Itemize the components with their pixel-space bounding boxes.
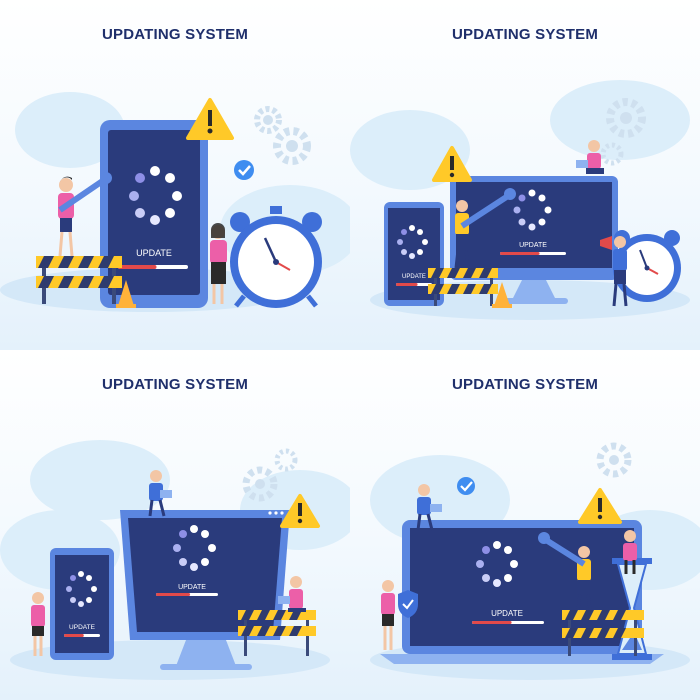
gear-icon	[274, 448, 298, 472]
check-icon	[234, 160, 254, 180]
check-icon	[457, 477, 475, 495]
gear-icon	[273, 127, 311, 165]
warning-icon	[186, 98, 234, 140]
gear-icon	[254, 106, 282, 134]
worker-with-laptop	[416, 484, 442, 531]
panel-title: UPDATING SYSTEM	[101, 376, 249, 393]
worker-with-megaphone	[600, 236, 628, 307]
desktop-update-scene: UPDATE UPDATE	[0, 440, 350, 680]
update-label-small: UPDATE	[69, 624, 96, 631]
barrier-icon	[238, 610, 316, 656]
update-label: UPDATE	[136, 248, 172, 258]
worker-with-laptop	[148, 470, 172, 517]
warning-icon	[432, 146, 472, 182]
worker-with-wrench	[454, 188, 516, 269]
laptop-icon	[160, 490, 172, 498]
alarm-clock-icon	[230, 206, 322, 308]
gear-icon	[600, 142, 624, 166]
traffic-cone-icon	[492, 282, 512, 308]
worker-sitting-laptop	[278, 576, 306, 612]
panel-phone-update: UPDATING SYSTEM	[0, 0, 350, 350]
wrench-icon	[460, 188, 516, 229]
loading-spinner	[173, 525, 216, 571]
worker-with-phone	[31, 592, 45, 656]
warning-icon	[578, 488, 622, 524]
barrier-icon	[562, 610, 644, 656]
worker-with-wrench	[58, 172, 112, 257]
gear-icon	[242, 466, 278, 502]
gear-icon	[596, 442, 632, 478]
laptop-icon	[430, 504, 442, 512]
laptop-update-scene: UPDATE	[370, 442, 700, 680]
update-label: UPDATE	[519, 242, 547, 249]
update-label-small: UPDATE	[402, 274, 426, 280]
phone-device	[100, 120, 208, 308]
update-label: UPDATE	[178, 584, 206, 591]
traffic-cone-icon	[116, 280, 136, 308]
megaphone-icon	[600, 236, 612, 250]
progress-fill	[118, 265, 157, 269]
worker-with-wrench	[538, 532, 592, 611]
panel-desktop-update: UPDATING SYSTEM	[0, 350, 350, 700]
panel-title: UPDATING SYSTEM	[101, 26, 249, 43]
loading-spinner	[397, 225, 428, 259]
wrench-icon	[538, 532, 586, 567]
progress-fill	[472, 621, 512, 624]
loading-spinner	[476, 541, 518, 587]
monitor-update-scene: UPDATE UPDATE	[350, 80, 690, 320]
laptop-icon	[576, 160, 588, 168]
worker-with-phone	[210, 223, 227, 304]
update-label: UPDATE	[491, 609, 523, 618]
progress-fill	[500, 252, 540, 255]
worker-with-shield	[381, 580, 418, 650]
panel-title: UPDATING SYSTEM	[451, 26, 599, 43]
progress-fill	[396, 283, 418, 286]
worker-with-phone	[623, 530, 637, 574]
phone-update-scene: UPDATE	[0, 92, 350, 312]
barrier-icon	[36, 256, 122, 304]
loading-spinner	[129, 166, 182, 225]
desktop-monitor	[120, 510, 290, 670]
warning-icon	[280, 494, 320, 528]
panel-title: UPDATING SYSTEM	[451, 376, 599, 393]
panel-laptop-update: UPDATING SYSTEM	[350, 350, 700, 700]
loading-spinner	[66, 571, 97, 607]
progress-fill	[156, 593, 191, 596]
laptop-icon	[278, 596, 290, 604]
wrench-icon	[58, 172, 112, 213]
panel-monitor-update: UPDATING SYSTEM	[350, 0, 700, 350]
shield-icon	[398, 590, 418, 618]
worker-with-laptop	[576, 140, 604, 174]
progress-fill	[64, 634, 84, 637]
loading-spinner	[513, 189, 552, 231]
gear-icon	[606, 98, 646, 138]
barrier-icon	[428, 268, 498, 306]
